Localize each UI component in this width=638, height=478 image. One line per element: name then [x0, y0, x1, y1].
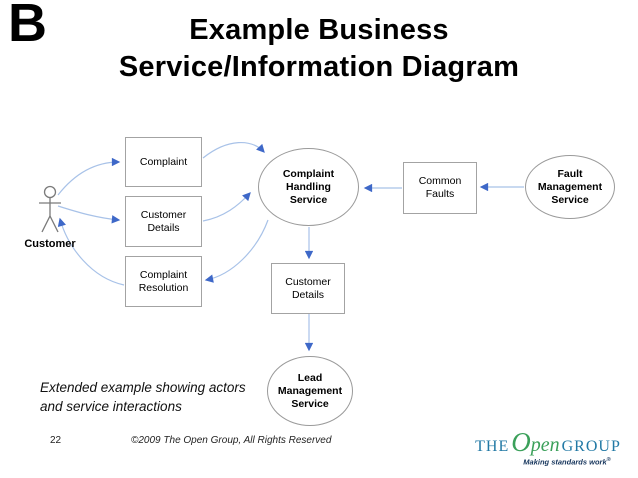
page-title-line2: Service/Information Diagram: [118, 51, 520, 83]
logo-open-text: Open: [511, 427, 560, 457]
box-customer-details: Customer Details: [125, 196, 202, 247]
box-complaint: Complaint: [125, 137, 202, 187]
arrow-complaint-to-complaint-handling-service: [202, 141, 265, 159]
ellipse-complaint-handling-service: Complaint Handling Service: [258, 148, 359, 226]
slide-caption: Extended example showing actors and serv…: [40, 380, 246, 414]
customer-actor-icon: [39, 185, 61, 233]
logo-tagline: Making standards work®: [523, 457, 611, 467]
logo-group-text: GROUP: [561, 438, 621, 455]
section-letter: B: [8, 0, 47, 53]
arrow-complaint-handling-to-complaint-resolution: [204, 219, 269, 283]
ellipse-lead-management-service: Lead Management Service: [267, 356, 353, 426]
arrow-customer-to-customer-details: [57, 205, 121, 224]
logo-the-text: THE: [475, 438, 510, 455]
registered-mark: ®: [606, 457, 611, 463]
arrow-complaint-resolution-to-customer: [57, 217, 125, 286]
page-title-line1: Example Business: [189, 14, 449, 46]
arrow-customer-details-to-complaint-handling-service: [202, 192, 251, 222]
copyright-text: ©2009 The Open Group, All Rights Reserve…: [131, 435, 332, 446]
box-complaint-resolution: Complaint Resolution: [125, 256, 202, 307]
arrow-customer-to-complaint: [57, 157, 121, 196]
page-title: Example Business Service/Information Dia…: [0, 12, 638, 86]
box-common-faults: Common Faults: [403, 162, 477, 214]
ellipse-fault-management-service: Fault Management Service: [525, 155, 615, 219]
open-group-logo-wordmark: THE Open GROUP: [472, 429, 624, 457]
box-customer-details-2: Customer Details: [271, 263, 345, 314]
page-number: 22: [50, 435, 62, 446]
actor-label-customer: Customer: [24, 238, 76, 250]
open-group-logo: THE Open GROUP Making standards work®: [472, 429, 624, 467]
